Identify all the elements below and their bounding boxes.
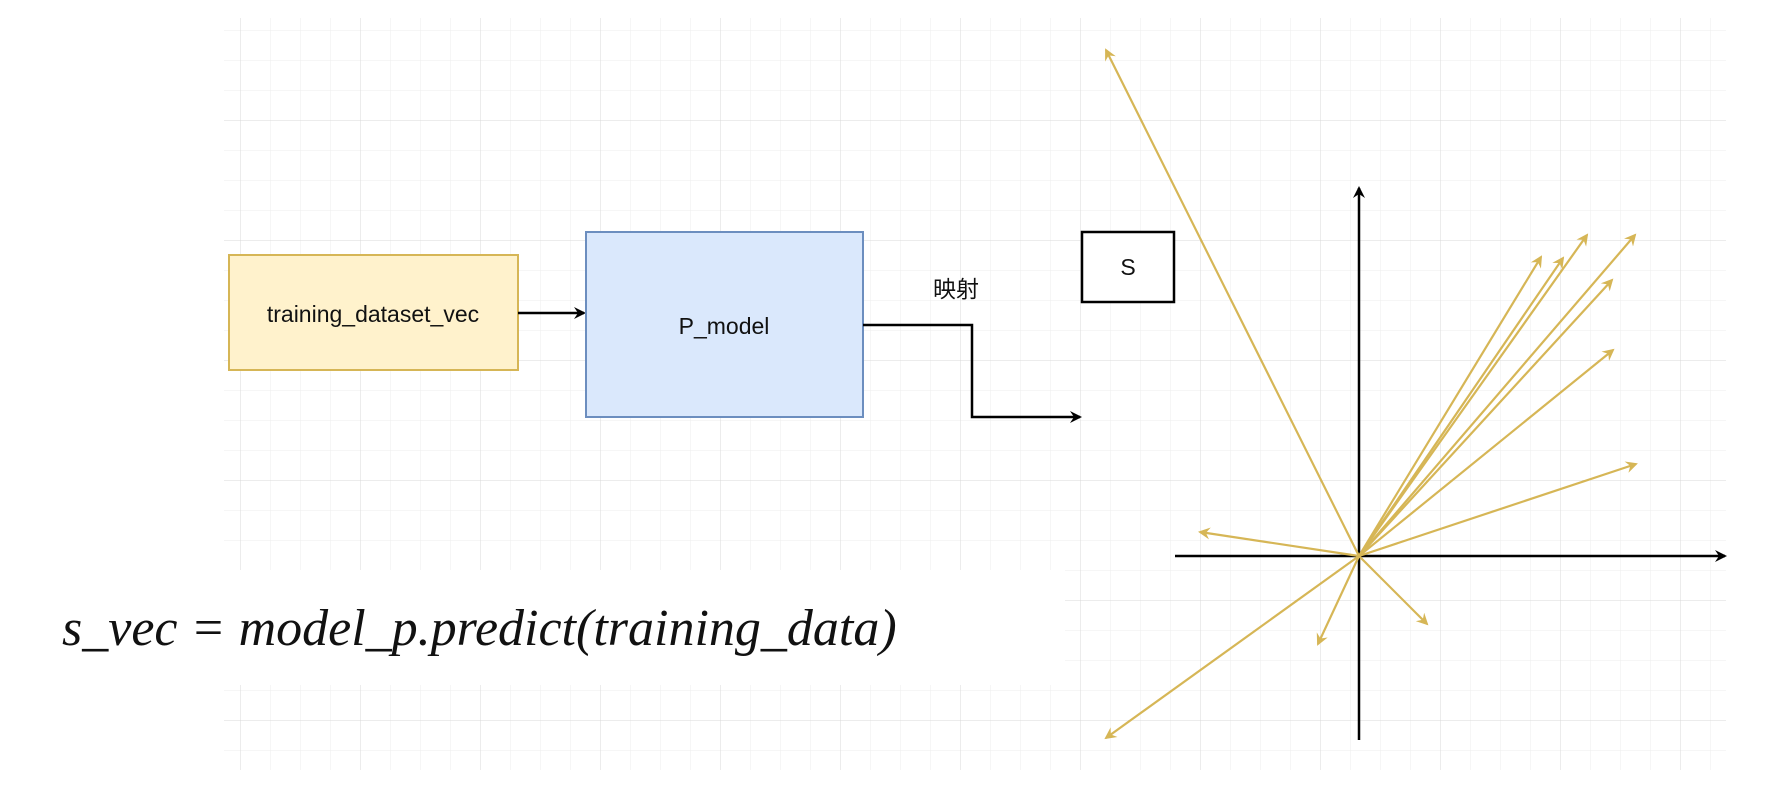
- vector-arrow: [1358, 348, 1615, 557]
- node-training-dataset-vec-label: training_dataset_vec: [267, 301, 479, 327]
- vector-arrow: [1358, 233, 1637, 557]
- edge-mapping-label: 映射: [933, 276, 979, 302]
- vector-arrow: [1105, 48, 1360, 557]
- node-p-model-label: P_model: [679, 313, 770, 339]
- vector-arrow: [1358, 278, 1614, 557]
- node-s[interactable]: S: [1080, 230, 1176, 304]
- vectors: [1104, 48, 1638, 740]
- edge-mapping: [863, 323, 1082, 423]
- vector-arrow: [1358, 255, 1543, 557]
- formula: s_vec = model_p.predict(training_data): [62, 600, 897, 657]
- node-training-dataset-vec[interactable]: training_dataset_vec: [228, 254, 519, 371]
- vector-arrow: [1358, 461, 1638, 558]
- vector-arrow: [1198, 527, 1360, 558]
- vector-arrow: [1316, 555, 1360, 646]
- vector-arrow: [1358, 233, 1589, 557]
- vector-plot: [1104, 48, 1727, 740]
- formula-background: [0, 570, 1065, 685]
- node-p-model[interactable]: P_model: [585, 231, 864, 418]
- node-s-label: S: [1120, 254, 1135, 280]
- vector-arrow: [1104, 555, 1360, 740]
- vector-arrow: [1358, 555, 1429, 626]
